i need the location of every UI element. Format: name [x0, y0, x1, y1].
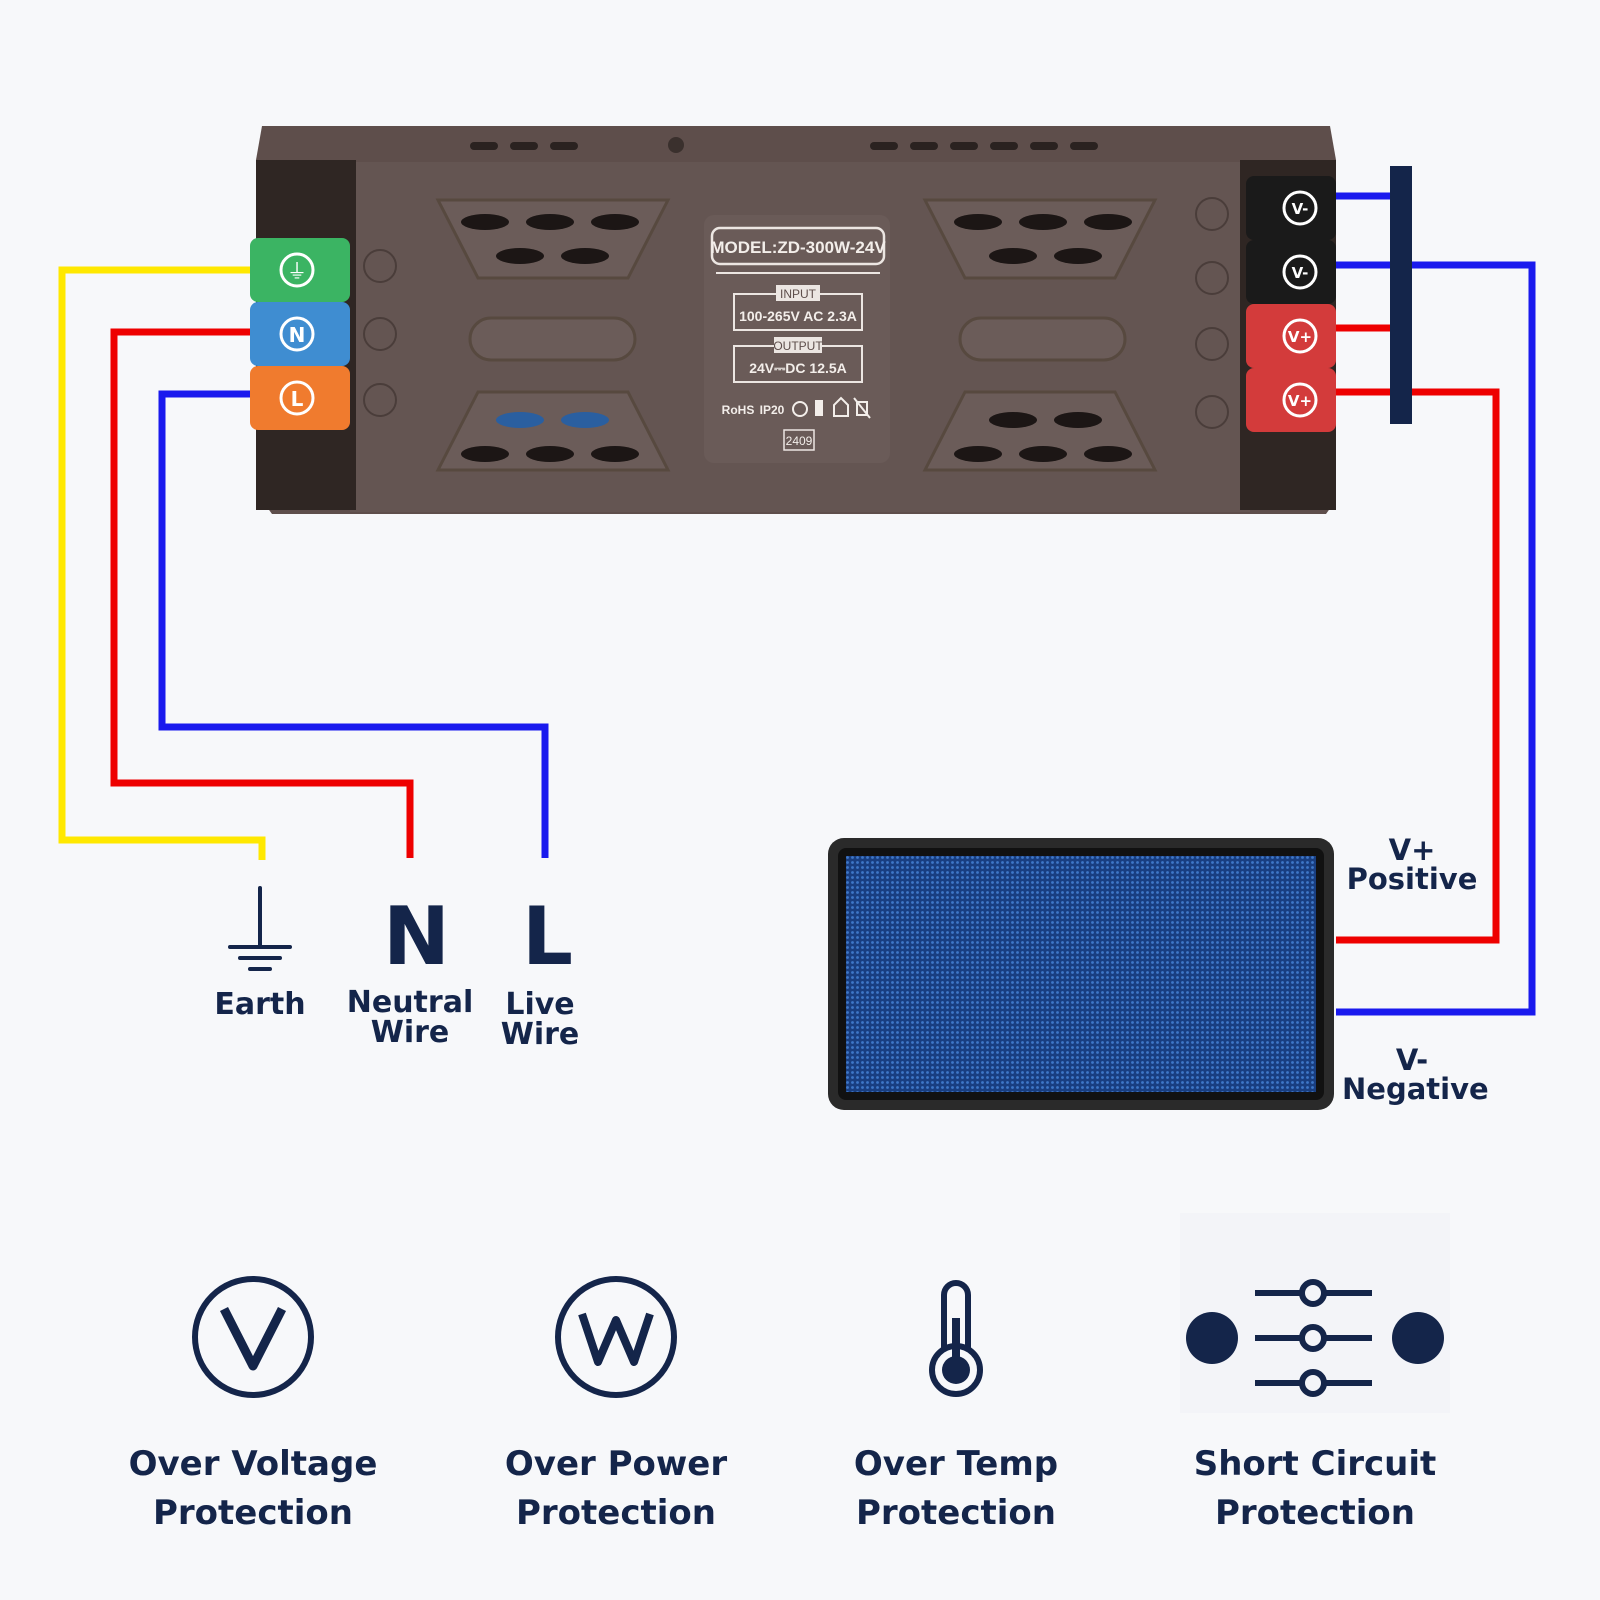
terminal-live-symbol: L — [291, 387, 304, 411]
indoor-icon — [833, 396, 849, 417]
screw-icon — [668, 137, 684, 153]
output-value: 24V⎓DC 12.5A — [749, 360, 847, 376]
feature-over-voltage: Over Voltage Protection — [93, 1440, 413, 1539]
terminal-vpos-2 — [1246, 368, 1336, 432]
ip-rating: IP20 — [760, 403, 785, 417]
feature-short-circuit: Short Circuit Protection — [1155, 1440, 1475, 1539]
neutral-label-line2: Wire — [370, 1015, 450, 1050]
bus-bar — [1390, 166, 1412, 424]
input-terminals: ⏚ N L — [250, 238, 350, 430]
recycle-icon — [792, 401, 808, 417]
live-wire — [158, 390, 549, 858]
model-text: MODEL:ZD-300W-24V — [710, 238, 886, 257]
input-title: INPUT — [780, 287, 817, 301]
positive-text: Positive — [1346, 862, 1478, 896]
date-code: 2409 — [786, 434, 813, 448]
terminal-neutral — [250, 302, 350, 366]
power-supply: MODEL:ZD-300W-24V INPUT 100-265V AC 2.3A… — [256, 126, 1336, 514]
feature-over-power: Over Power Protection — [456, 1440, 776, 1539]
output-title: OUTPUT — [773, 339, 823, 353]
neutral-label-line1: Neutral — [346, 985, 474, 1020]
neutral-letter: N — [383, 890, 450, 983]
thermometer-icon — [929, 1280, 983, 1397]
disposal-icon — [815, 400, 823, 416]
negative-label: V- Negative — [1342, 1043, 1489, 1106]
feature-over-temp: Over Temp Protection — [796, 1440, 1116, 1539]
feature-short-circuit-line1: Short Circuit — [1193, 1444, 1437, 1484]
feature-over-temp-line1: Over Temp — [853, 1444, 1059, 1484]
feature-over-temp-line2: Protection — [856, 1493, 1056, 1534]
earth-label: Earth — [200, 990, 320, 1020]
terminal-live — [250, 366, 350, 430]
rohs-mark: RoHS — [722, 403, 755, 417]
feature-over-voltage-line1: Over Voltage — [128, 1444, 378, 1484]
terminal-vpos-1 — [1246, 304, 1336, 368]
voltage-icon — [192, 1276, 314, 1398]
earth-wire — [58, 266, 266, 860]
output-wire-negative — [1330, 261, 1536, 1016]
terminal-vneg-1-symbol: V- — [1292, 200, 1309, 218]
feature-short-circuit-line2: Protection — [1215, 1493, 1415, 1534]
earth-symbol-icon — [228, 886, 292, 971]
output-wire-positive — [1330, 388, 1500, 944]
terminal-earth — [250, 238, 350, 302]
short-circuit-icon — [1180, 1213, 1450, 1413]
terminal-vneg-2-symbol: V- — [1292, 264, 1309, 282]
power-icon — [555, 1276, 677, 1398]
feature-over-power-line2: Protection — [516, 1493, 716, 1534]
live-label: Live Wire — [480, 990, 600, 1050]
weee-bin-icon — [853, 397, 871, 419]
neutral-label: Neutral Wire — [340, 988, 480, 1048]
terminal-vneg-2 — [1246, 240, 1336, 304]
led-display-panel — [828, 838, 1334, 1110]
terminal-vpos-2-symbol: V+ — [1288, 392, 1312, 410]
live-label-line1: Live — [505, 987, 575, 1022]
terminal-vneg-1 — [1246, 176, 1336, 240]
neutral-wire — [110, 328, 414, 858]
positive-symbol: V+ — [1388, 833, 1436, 867]
live-letter: L — [522, 890, 573, 983]
terminal-earth-symbol: ⏚ — [287, 259, 307, 283]
positive-label: V+ Positive — [1342, 836, 1482, 894]
output-terminals: V- V- V+ V+ — [1246, 176, 1336, 432]
terminal-neutral-symbol: N — [289, 323, 306, 347]
negative-symbol: V- — [1395, 1043, 1429, 1077]
terminal-vpos-1-symbol: V+ — [1288, 328, 1312, 346]
live-label-line2: Wire — [500, 1017, 580, 1052]
earth-label-text: Earth — [214, 987, 306, 1022]
input-value: 100-265V AC 2.3A — [739, 308, 857, 324]
negative-text: Negative — [1342, 1072, 1489, 1106]
feature-over-power-line1: Over Power — [504, 1444, 728, 1484]
feature-over-voltage-line2: Protection — [153, 1493, 353, 1534]
